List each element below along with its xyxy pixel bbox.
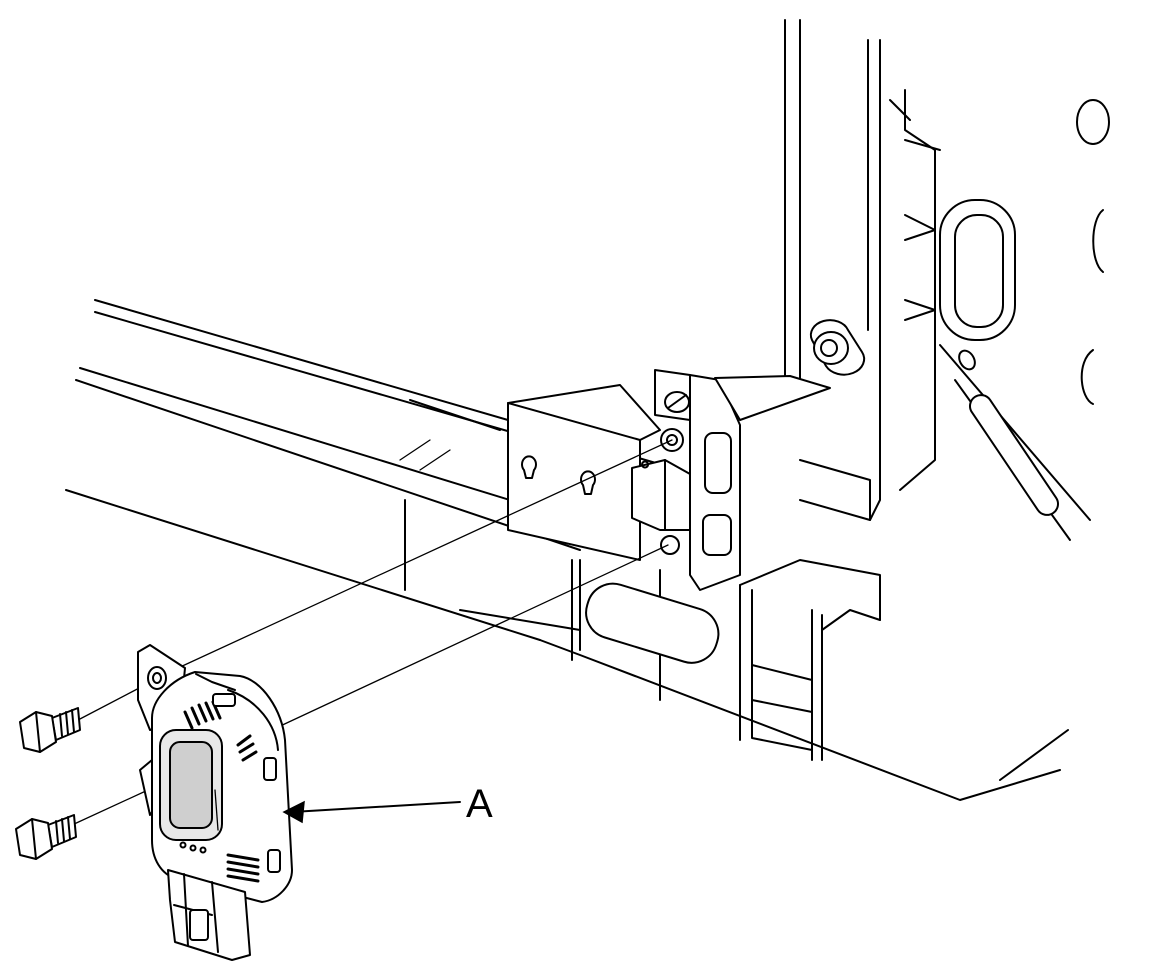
callout-arrowhead [282, 800, 305, 824]
vehicle-frame [65, 19, 1110, 801]
callout-label-a: A [466, 782, 493, 826]
callout-a: A [282, 782, 493, 826]
mounting-bracket [507, 369, 831, 591]
alignment-lines [71, 439, 673, 826]
mounting-bolt-lower [15, 814, 77, 860]
mounting-bolt-upper [19, 707, 81, 753]
sensor-module [137, 644, 293, 961]
